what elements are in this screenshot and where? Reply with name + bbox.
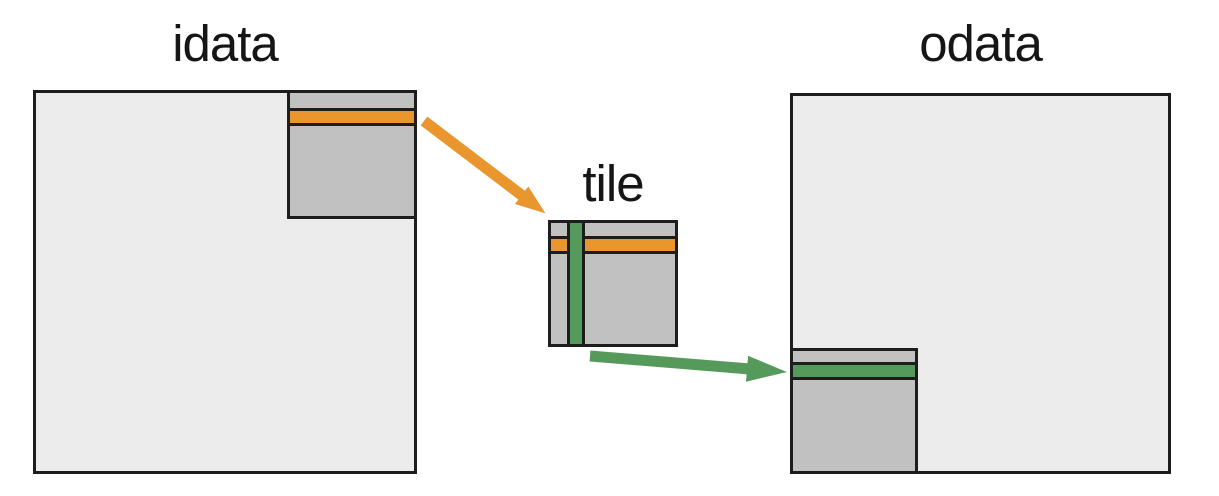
odata-tile-region [790, 348, 918, 474]
idata-tile-region [287, 90, 417, 219]
idata-row-highlight [290, 111, 414, 123]
odata-label: odata [919, 15, 1043, 72]
tile-column-highlight [570, 223, 582, 344]
tile-to-odata-arrow-icon [589, 350, 787, 382]
idata-tile-row-divider [290, 123, 414, 126]
tile-label: tile [582, 155, 644, 212]
idata-label: idata [172, 15, 279, 72]
idata-tile-row-divider [290, 108, 414, 111]
tile-row-divider [551, 236, 675, 239]
tile-column-divider [582, 223, 585, 344]
tile-row-divider [551, 251, 675, 254]
odata-tile-row-divider [793, 362, 915, 365]
shared-tile [548, 220, 678, 347]
tile-column-divider [567, 223, 570, 344]
idata-to-tile-arrow-icon [420, 116, 546, 214]
odata-row-highlight [793, 365, 915, 377]
odata-tile-row-divider [793, 377, 915, 380]
